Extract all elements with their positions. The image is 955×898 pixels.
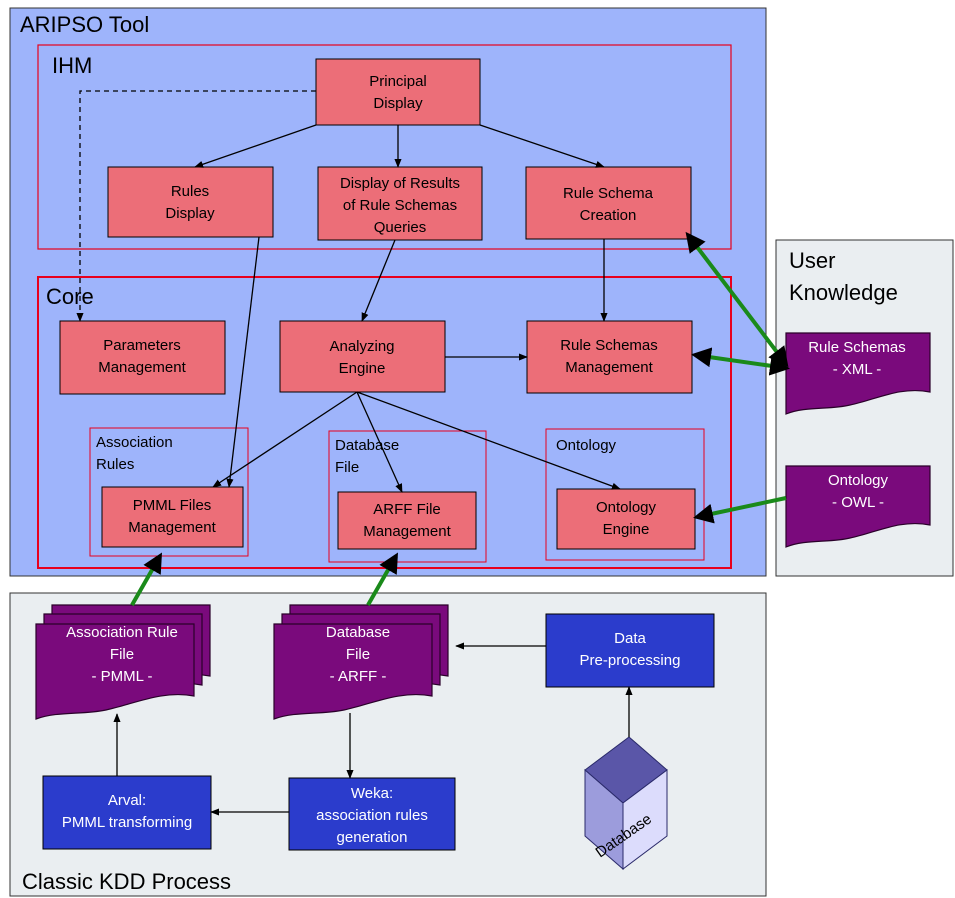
arrow-rules-display-to-pmml <box>226 236 260 488</box>
arrow-analyzing-to-ontology-engine <box>356 391 621 490</box>
user-knowledge-title: User Knowledge <box>789 248 898 305</box>
green-arrow-xml-to-rule-schema-creation <box>685 231 789 368</box>
database-file-container <box>328 430 487 563</box>
ontology-container-title: Ontology <box>556 437 617 454</box>
svg-text:Ontology- OWL -: Ontology- OWL - <box>828 472 889 511</box>
green-arrow-owl-to-ontology-engine <box>693 496 787 524</box>
arrow-principal-to-rules-display <box>194 124 317 168</box>
aripso-tool-title: ARIPSO Tool <box>20 12 149 37</box>
green-arrow-xml-to-rule-schemas-mgmt <box>691 347 790 376</box>
ihm-container <box>37 44 732 250</box>
arrow-analyzing-to-arff <box>356 391 403 493</box>
green-arrow-database-file-to-arff <box>366 552 398 606</box>
association-rules-title: Association Rules <box>96 434 177 473</box>
kdd-title: Classic KDD Process <box>22 869 231 894</box>
core-title: Core <box>46 284 94 309</box>
svg-text:Rule Schemas- XML -: Rule Schemas- XML - <box>808 339 906 378</box>
database-icon: Database <box>584 736 668 871</box>
arrow-display-results-to-analyzing <box>361 239 396 322</box>
arval-box: Arval:PMML transforming <box>42 775 212 850</box>
svg-text:Arval:PMML transforming: Arval:PMML transforming <box>62 792 192 831</box>
ihm-title: IHM <box>52 53 92 78</box>
ontology-container <box>545 428 705 561</box>
arrow-principal-to-rule-schema-creation <box>479 124 605 168</box>
dashed-link-principal-to-parameters <box>76 90 316 322</box>
ontology-owl-document: Ontology- OWL - <box>785 465 931 548</box>
association-rules-container <box>89 427 249 557</box>
rule-schemas-xml-document: Rule Schemas- XML - <box>785 332 931 415</box>
green-arrow-assoc-file-to-pmml <box>130 552 162 606</box>
arrow-analyzing-to-pmml <box>212 391 358 488</box>
